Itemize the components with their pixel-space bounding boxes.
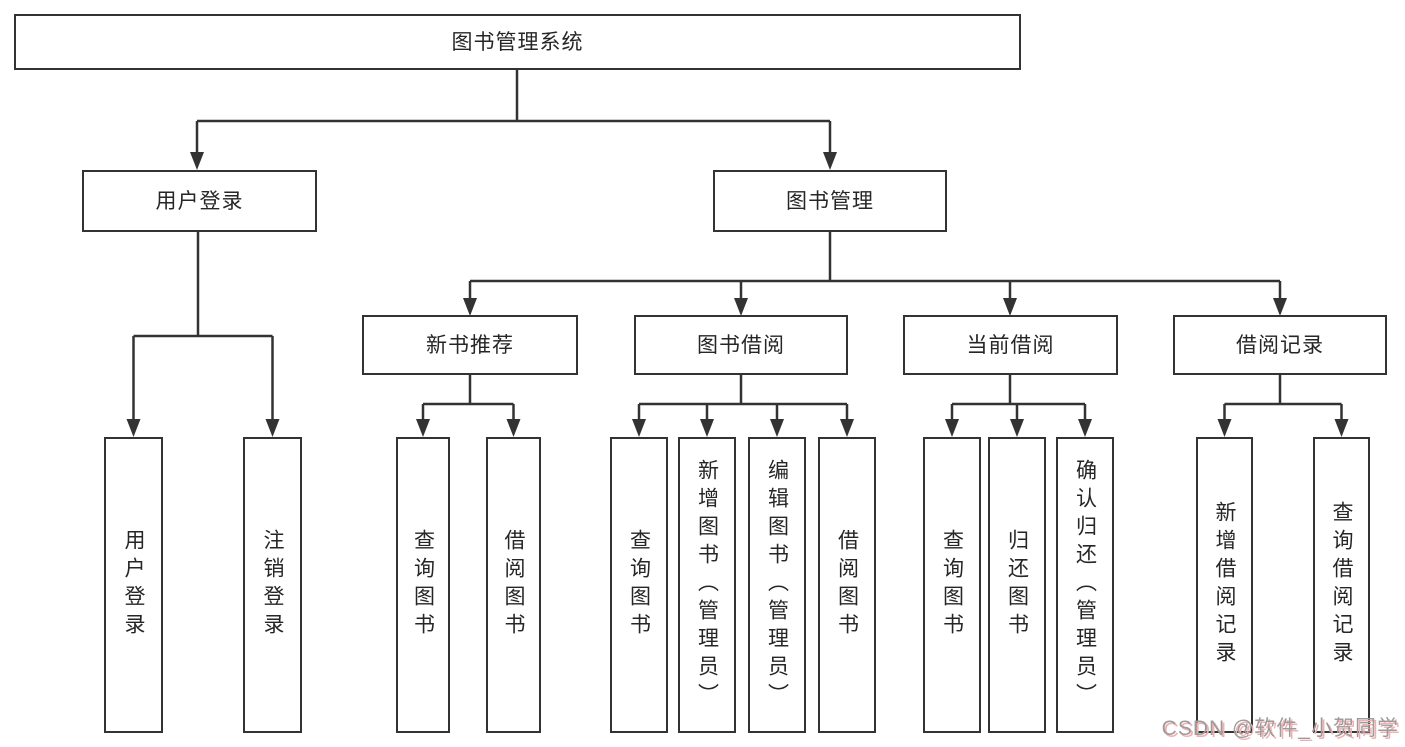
node-query-books-current-label: 查询图书 xyxy=(940,529,964,641)
node-user-login: 用户登录 xyxy=(82,170,317,232)
node-book-borrowing-label: 图书借阅 xyxy=(697,333,785,357)
node-library-system: 图书管理系统 xyxy=(14,14,1021,70)
node-query-books-current: 查询图书 xyxy=(923,437,981,733)
connector-records-branch xyxy=(1223,375,1343,421)
node-return-books: 归还图书 xyxy=(988,437,1046,733)
connector-book-mgmt-branch xyxy=(468,232,1282,300)
node-logout-leaf: 注销登录 xyxy=(243,437,302,733)
node-confirm-return-admin-label: 确认归还（管理员） xyxy=(1073,459,1097,711)
node-current-borrowing: 当前借阅 xyxy=(903,315,1118,375)
node-query-books-recommend-label: 查询图书 xyxy=(411,529,435,641)
node-borrow-books-recommend: 借阅图书 xyxy=(486,437,541,733)
connector-current-branch xyxy=(950,375,1087,421)
node-new-book-recommendation: 新书推荐 xyxy=(362,315,578,375)
node-book-borrowing: 图书借阅 xyxy=(634,315,848,375)
node-query-borrow-record: 查询借阅记录 xyxy=(1313,437,1370,733)
node-library-system-label: 图书管理系统 xyxy=(451,30,584,54)
node-user-login-leaf-label: 用户登录 xyxy=(122,529,145,641)
node-borrowing-records-label: 借阅记录 xyxy=(1236,333,1324,357)
node-book-management: 图书管理 xyxy=(713,170,947,232)
node-return-books-label: 归还图书 xyxy=(1005,529,1029,641)
connector-root-branch xyxy=(195,70,832,154)
node-user-login-label: 用户登录 xyxy=(155,189,244,213)
node-edit-book-admin: 编辑图书（管理员） xyxy=(748,437,806,733)
node-query-books-borrowing: 查询图书 xyxy=(610,437,668,733)
node-add-book-admin-label: 新增图书（管理员） xyxy=(695,459,719,711)
node-confirm-return-admin: 确认归还（管理员） xyxy=(1056,437,1114,733)
node-borrow-books-borrowing-label: 借阅图书 xyxy=(835,529,859,641)
node-current-borrowing-label: 当前借阅 xyxy=(966,333,1055,357)
node-borrow-books-recommend-label: 借阅图书 xyxy=(502,529,525,641)
node-query-borrow-record-label: 查询借阅记录 xyxy=(1330,501,1353,669)
connector-borrow-branch xyxy=(637,375,849,421)
node-book-management-label: 图书管理 xyxy=(786,189,874,213)
node-new-book-recommendation-label: 新书推荐 xyxy=(426,333,514,357)
csdn-watermark: CSDN @软件_小贺同学 xyxy=(1161,717,1399,740)
node-query-books-recommend: 查询图书 xyxy=(396,437,450,733)
node-borrow-books-borrowing: 借阅图书 xyxy=(818,437,876,733)
connector-user-login-branch xyxy=(132,232,274,421)
node-add-borrow-record-label: 新增借阅记录 xyxy=(1213,501,1236,669)
connector-newbook-branch xyxy=(421,375,515,421)
node-logout-leaf-label: 注销登录 xyxy=(261,529,284,641)
node-user-login-leaf: 用户登录 xyxy=(104,437,163,733)
node-borrowing-records: 借阅记录 xyxy=(1173,315,1387,375)
node-add-borrow-record: 新增借阅记录 xyxy=(1196,437,1253,733)
node-query-books-borrowing-label: 查询图书 xyxy=(627,529,651,641)
node-edit-book-admin-label: 编辑图书（管理员） xyxy=(765,459,789,711)
node-add-book-admin: 新增图书（管理员） xyxy=(678,437,736,733)
